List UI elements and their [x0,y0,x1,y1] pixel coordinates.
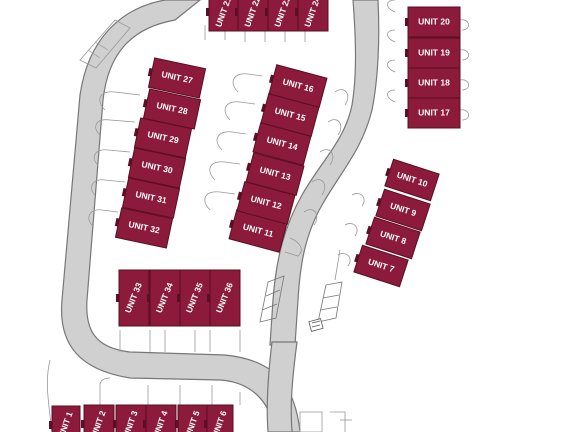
unit-29[interactable]: UNIT 29 [132,117,193,159]
unit-27[interactable]: UNIT 27 [146,57,207,99]
unit-28[interactable]: UNIT 28 [141,88,202,130]
unit-entry [405,109,408,117]
unit-34[interactable]: UNIT 34 [147,269,181,327]
unit-4[interactable]: UNIT 4 [143,404,177,432]
unit-entry [295,8,298,16]
unit-building[interactable] [407,67,461,99]
unit-entry [147,68,153,77]
unit-building[interactable] [179,269,211,327]
unit-entry [268,74,274,84]
unit-entry [405,49,408,57]
unit-20[interactable]: UNIT 20 [405,6,461,38]
unit-building[interactable] [209,269,241,327]
unit-entry [207,294,210,302]
unit-label: UNIT 18 [418,77,450,87]
unit-15[interactable]: UNIT 15 [258,93,320,137]
unit-2[interactable]: UNIT 2 [81,404,115,432]
unit-24[interactable]: UNIT 24 [295,0,329,32]
unit-building[interactable] [375,188,431,232]
unit-8[interactable]: UNIT 8 [363,216,421,260]
unit-entry [113,420,116,428]
unit-21[interactable]: UNIT 21 [206,0,240,32]
unit-building[interactable] [407,6,461,38]
unit-30[interactable]: UNIT 30 [126,147,187,189]
unit-entry [81,420,84,428]
unit-entry [116,294,119,302]
unit-entry [405,18,408,26]
unit-33[interactable]: UNIT 33 [116,269,150,327]
unit-entry [376,197,382,207]
unit-building[interactable] [51,405,81,432]
unit-entry [175,420,178,428]
unit-building[interactable] [384,158,440,202]
unit-13[interactable]: UNIT 13 [243,152,305,196]
unit-6[interactable]: UNIT 6 [204,404,234,432]
unit-entry [204,420,207,428]
bottom-road [266,341,298,432]
unit-entry [265,8,268,16]
unit-building[interactable] [407,97,461,129]
parking-stalls [259,275,343,323]
unit-label: UNIT 20 [418,16,450,26]
unit-building[interactable] [237,0,269,32]
unit-19[interactable]: UNIT 19 [405,37,461,69]
unit-entry [252,132,258,142]
driveways [47,0,469,432]
unit-building[interactable] [145,404,177,432]
roads [60,0,380,432]
unit-1[interactable]: UNIT 1 [49,405,81,432]
unit-label: UNIT 17 [418,107,450,117]
unit-10[interactable]: UNIT 10 [382,158,440,202]
unit-entry [114,218,120,227]
unit-5[interactable]: UNIT 5 [175,404,209,432]
unit-building[interactable] [118,269,150,327]
unit-entry [121,188,127,197]
unit-entry [405,79,408,87]
unit-entry [206,8,209,16]
top-left-parking [79,19,131,69]
unit-22[interactable]: UNIT 22 [235,0,269,32]
unit-31[interactable]: UNIT 31 [120,177,181,219]
unit-entry [49,421,52,429]
unit-entry [143,420,146,428]
unit-7[interactable]: UNIT 7 [351,244,409,288]
unit-entry [142,99,148,108]
unit-building[interactable] [365,216,421,260]
unit-35[interactable]: UNIT 35 [177,269,211,327]
unit-32[interactable]: UNIT 32 [113,207,174,249]
unit-building[interactable] [353,244,409,288]
unit-entry [236,191,242,201]
amenity-outline [299,411,352,432]
unit-label: UNIT 19 [418,47,450,57]
unit-9[interactable]: UNIT 9 [373,188,431,232]
unit-entry [133,128,139,137]
unit-18[interactable]: UNIT 18 [405,67,461,99]
unit-entry [385,167,391,177]
unit-17[interactable]: UNIT 17 [405,97,461,129]
unit-23[interactable]: UNIT 23 [265,0,299,32]
unit-16[interactable]: UNIT 16 [266,64,328,108]
unit-entry [127,158,133,167]
unit-entry [147,294,150,302]
unit-entry [260,103,266,113]
unit-entry [177,294,180,302]
unit-building[interactable] [177,404,209,432]
unit-entry [366,225,372,235]
unit-entry [235,8,238,16]
unit-building[interactable] [208,0,240,32]
unit-building[interactable] [149,269,181,327]
mailbox-kiosk [308,318,324,332]
unit-entry [245,162,251,172]
unit-building[interactable] [407,37,461,69]
unit-3[interactable]: UNIT 3 [113,404,147,432]
unit-entry [354,253,360,263]
unit-entry [228,219,234,229]
unit-36[interactable]: UNIT 36 [207,269,241,327]
unit-14[interactable]: UNIT 14 [250,122,312,166]
